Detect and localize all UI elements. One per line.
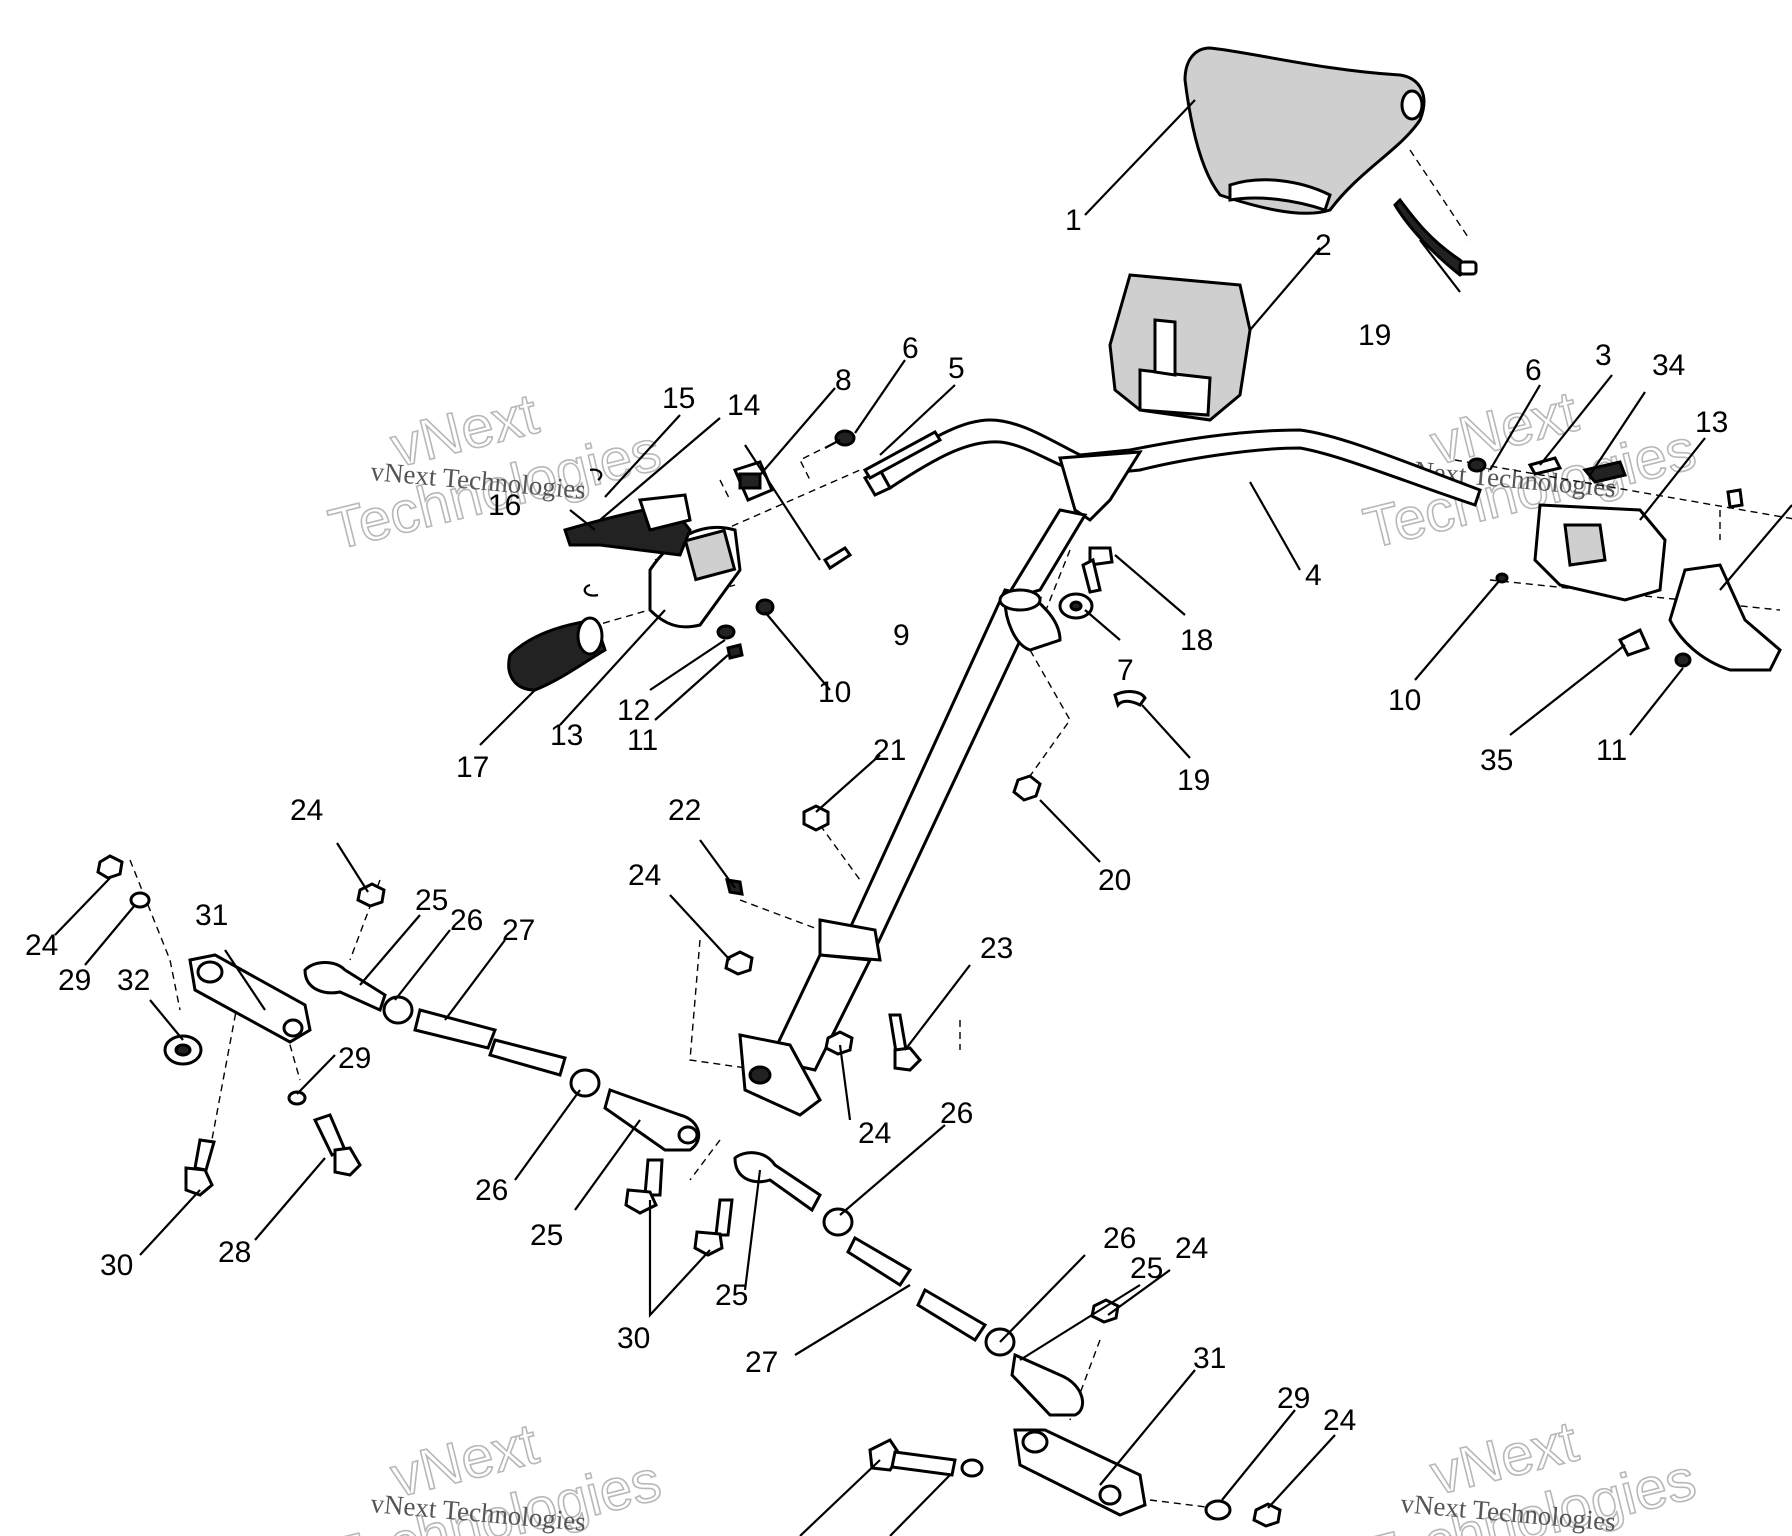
callout-10: 10 [818, 676, 851, 709]
strap [1393, 197, 1478, 277]
callout-11: 11 [1596, 734, 1627, 767]
callout-1: 1 [1065, 204, 1082, 237]
callout-30: 30 [617, 1322, 650, 1355]
nuts-24 [96, 854, 1282, 1528]
callout-20: 20 [1098, 864, 1131, 897]
pin [862, 430, 943, 480]
e-clip [583, 583, 599, 597]
bolt-bottom [868, 1438, 984, 1478]
callout-26: 26 [1103, 1222, 1136, 1255]
callout-25: 25 [715, 1279, 748, 1312]
callout-6: 6 [902, 332, 919, 365]
screw [822, 546, 853, 571]
callout-27: 27 [502, 914, 535, 947]
callout-9: 9 [893, 619, 910, 652]
callout-26: 26 [940, 1097, 973, 1130]
callout-18: 18 [1180, 624, 1213, 657]
callout-24: 24 [1175, 1232, 1208, 1265]
callout-6: 6 [1525, 354, 1542, 387]
callout-29: 29 [1277, 1382, 1310, 1415]
callout-24: 24 [1323, 1404, 1356, 1437]
callout-13: 13 [550, 719, 583, 752]
callout-32: 32 [117, 964, 150, 997]
callout-31: 31 [1193, 1342, 1226, 1375]
washer-and-bolt [1058, 546, 1114, 620]
callout-5: 5 [948, 352, 965, 385]
callout-25: 25 [530, 1219, 563, 1252]
small-hardware-left [716, 598, 775, 660]
callout-25: 25 [1130, 1252, 1163, 1285]
callout-3: 3 [1595, 339, 1612, 372]
callout-21: 21 [873, 734, 906, 767]
callout-16: 16 [488, 489, 521, 522]
callout-29: 29 [58, 964, 91, 997]
handlebar-pad [1183, 46, 1426, 215]
hand-grip [507, 616, 607, 692]
callout-34: 34 [1652, 349, 1685, 382]
callout-25: 25 [415, 884, 448, 917]
callout-10: 10 [1388, 684, 1421, 717]
clip [589, 468, 603, 481]
callout-22: 22 [668, 794, 701, 827]
callout-12: 12 [617, 694, 650, 727]
callout-11: 11 [627, 724, 658, 757]
right-housing [1467, 456, 1782, 672]
callout-2: 2 [1315, 229, 1332, 262]
bolt-23 [888, 1013, 923, 1072]
callout-26: 26 [475, 1174, 508, 1207]
leader-lines [54, 99, 1792, 1536]
callout-24: 24 [25, 929, 58, 962]
washers-29 [129, 891, 1232, 1521]
callout-27: 27 [745, 1346, 778, 1379]
steering-column [738, 508, 1088, 1117]
nut-32 [163, 1034, 203, 1066]
callout-31: 31 [195, 899, 228, 932]
clamp [1113, 690, 1147, 709]
callout-8: 8 [835, 364, 852, 397]
callout-19: 19 [1358, 319, 1391, 352]
callout-23: 23 [980, 932, 1013, 965]
callout-19: 19 [1177, 764, 1210, 797]
callout-17: 17 [456, 751, 489, 784]
callout-7: 7 [1117, 654, 1134, 687]
callout-4: 4 [1305, 559, 1322, 592]
callout-24: 24 [290, 794, 323, 827]
callout-numbers: 1 2 3 4 5 6 6 7 8 9 10 10 11 11 12 13 13… [25, 204, 1728, 1437]
callout-26: 26 [450, 904, 483, 937]
callout-24: 24 [858, 1117, 891, 1150]
bolts-center [624, 1158, 734, 1257]
callout-24: 24 [628, 859, 661, 892]
callout-28: 28 [218, 1236, 251, 1269]
tie-rod-left [303, 961, 701, 1152]
callout-30: 30 [100, 1249, 133, 1282]
handlebar [862, 418, 1482, 522]
callout-29: 29 [338, 1042, 371, 1075]
nuts [802, 774, 1042, 832]
callout-14: 14 [727, 389, 760, 422]
tie-rod-right [733, 1151, 1084, 1417]
callout-15: 15 [662, 382, 695, 415]
pad-insert [1108, 273, 1252, 422]
pitman-arm-right [1013, 1428, 1147, 1517]
pitman-arm-left [188, 953, 312, 1044]
small-screw [824, 429, 856, 449]
bolts-left [184, 1113, 362, 1197]
callout-13: 13 [1695, 406, 1728, 439]
callout-35: 35 [1480, 744, 1513, 777]
throttle-lever [563, 493, 692, 557]
